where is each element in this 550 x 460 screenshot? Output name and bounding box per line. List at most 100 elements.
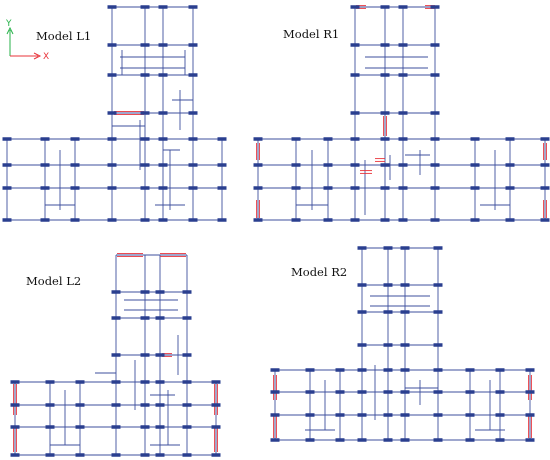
column bbox=[540, 163, 550, 167]
column bbox=[75, 403, 85, 407]
column bbox=[70, 218, 80, 222]
column bbox=[525, 368, 535, 372]
column bbox=[140, 380, 150, 384]
column bbox=[158, 186, 168, 190]
column bbox=[495, 368, 505, 372]
column bbox=[188, 163, 198, 167]
column bbox=[182, 353, 192, 357]
column bbox=[350, 5, 360, 9]
column bbox=[140, 353, 150, 357]
column bbox=[380, 111, 390, 115]
column bbox=[430, 163, 440, 167]
column bbox=[430, 218, 440, 222]
column bbox=[182, 403, 192, 407]
column bbox=[188, 43, 198, 47]
column bbox=[357, 283, 367, 287]
column bbox=[188, 137, 198, 141]
column bbox=[10, 453, 20, 457]
column bbox=[383, 368, 393, 372]
column bbox=[495, 438, 505, 442]
column bbox=[140, 5, 150, 9]
column bbox=[107, 73, 117, 77]
column bbox=[525, 390, 535, 394]
column bbox=[158, 43, 168, 47]
column bbox=[140, 290, 150, 294]
column bbox=[158, 137, 168, 141]
column bbox=[253, 218, 263, 222]
x-axis-arrowhead bbox=[33, 52, 42, 60]
axis-indicator: Y X bbox=[5, 19, 49, 62]
column bbox=[350, 186, 360, 190]
column bbox=[323, 186, 333, 190]
column bbox=[211, 425, 221, 429]
column bbox=[45, 380, 55, 384]
column bbox=[182, 380, 192, 384]
column bbox=[10, 403, 20, 407]
column bbox=[75, 453, 85, 457]
column bbox=[75, 425, 85, 429]
x-axis-label: X bbox=[43, 52, 49, 62]
column bbox=[40, 186, 50, 190]
column bbox=[350, 137, 360, 141]
column bbox=[182, 316, 192, 320]
column bbox=[291, 137, 301, 141]
column bbox=[470, 218, 480, 222]
column bbox=[40, 218, 50, 222]
column bbox=[430, 137, 440, 141]
column bbox=[380, 73, 390, 77]
column bbox=[350, 111, 360, 115]
column bbox=[305, 368, 315, 372]
column bbox=[155, 403, 165, 407]
column bbox=[158, 218, 168, 222]
column bbox=[107, 43, 117, 47]
column bbox=[291, 163, 301, 167]
column bbox=[465, 413, 475, 417]
column bbox=[433, 438, 443, 442]
column bbox=[505, 186, 515, 190]
column bbox=[107, 186, 117, 190]
column bbox=[188, 218, 198, 222]
column bbox=[398, 5, 408, 9]
column bbox=[380, 218, 390, 222]
column bbox=[430, 73, 440, 77]
column bbox=[400, 343, 410, 347]
model-l1-label: Model L1 bbox=[36, 29, 91, 43]
column bbox=[400, 283, 410, 287]
model-l1-plan bbox=[2, 5, 227, 222]
column bbox=[155, 316, 165, 320]
column bbox=[433, 343, 443, 347]
column bbox=[335, 413, 345, 417]
column bbox=[305, 438, 315, 442]
column bbox=[335, 390, 345, 394]
column bbox=[291, 186, 301, 190]
column bbox=[400, 246, 410, 250]
column bbox=[211, 403, 221, 407]
column bbox=[217, 186, 227, 190]
column bbox=[398, 73, 408, 77]
column bbox=[323, 163, 333, 167]
column bbox=[140, 316, 150, 320]
column bbox=[470, 163, 480, 167]
column bbox=[140, 111, 150, 115]
column bbox=[398, 218, 408, 222]
column bbox=[525, 438, 535, 442]
column bbox=[107, 111, 117, 115]
column bbox=[111, 316, 121, 320]
column bbox=[40, 137, 50, 141]
column bbox=[357, 390, 367, 394]
column bbox=[111, 353, 121, 357]
column bbox=[380, 137, 390, 141]
column bbox=[505, 163, 515, 167]
column bbox=[383, 343, 393, 347]
column bbox=[140, 73, 150, 77]
column bbox=[305, 390, 315, 394]
column bbox=[433, 283, 443, 287]
y-axis-arrowhead bbox=[6, 26, 14, 35]
column bbox=[505, 137, 515, 141]
column bbox=[398, 111, 408, 115]
column bbox=[45, 403, 55, 407]
column bbox=[140, 453, 150, 457]
column bbox=[270, 413, 280, 417]
column bbox=[465, 390, 475, 394]
